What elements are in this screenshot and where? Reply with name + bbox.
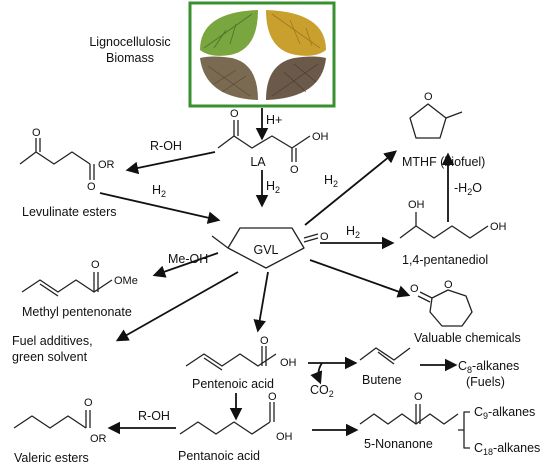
svg-text:O: O [320,231,329,243]
molecule-pentenoic-acid: O OH [185,335,297,371]
molecule-methyl-pentenonate: O OMe [21,259,138,297]
arrow-gvl-to-pentenoic [253,271,269,333]
label-c9-alkanes: C9-alkanes [474,405,535,421]
molecule-levulinic-acid: O O OH [217,108,329,176]
label-la: LA [250,155,266,169]
reagent-h2-gvl-mthf: H2 [324,173,338,189]
label-valuable-chemicals: Valuable chemicals [414,331,521,345]
arrow-co2-release [310,362,323,385]
svg-text:O: O [410,283,419,295]
arrow-gvl-to-valuable [309,259,411,298]
label-nonanone: 5-Nonanone [364,437,433,451]
molecule-pentanoic-acid: O OH [179,391,293,443]
svg-text:OR: OR [98,159,115,171]
svg-text:OH: OH [490,221,507,233]
bracket-c9-c18 [458,411,470,449]
svg-text:OH: OH [408,199,425,211]
reagent-alcohol-1: R-OH [150,139,182,153]
reagent-alcohol-2: R-OH [138,409,170,423]
molecule-butene [359,347,411,365]
reagent-h2-gvl-diol: H2 [346,224,360,240]
reagent-methanol: Me-OH [168,252,208,266]
reagent-dehydration: -H2O [454,181,482,197]
svg-text:O: O [290,164,299,176]
label-c8-alkanes: C8-alkanes [458,359,519,375]
molecule-levulinate-esters: O O OR [19,127,115,193]
arrow-esters-to-gvl [99,192,221,224]
molecule-nonanone: O [359,391,459,425]
label-fuel-additives-1: Fuel additives, [12,334,93,348]
label-fuels: (Fuels) [466,375,505,389]
leaf-wood [200,56,258,100]
molecule-gvl: O [211,227,329,269]
svg-text:OH: OH [312,131,329,143]
svg-text:O: O [84,397,93,409]
biomass-label-line2: Biomass [106,51,154,65]
svg-text:O: O [91,259,100,271]
svg-text:OH: OH [280,357,297,369]
svg-text:O: O [260,335,269,347]
svg-text:OR: OR [90,433,107,445]
arrow-gvl-to-fuel-additives [115,271,239,342]
biomass-label-line1: Lignocellulosic [89,35,170,49]
arrow-la-to-esters [125,151,216,175]
leaf-yellow [266,10,326,56]
label-pentenoic-acid: Pentenoic acid [192,377,274,391]
label-pentanoic-acid: Pentanoic acid [178,449,260,463]
label-mthf: MTHF (biofuel) [402,155,485,169]
label-levulinate-esters: Levulinate esters [22,205,117,219]
leaf-brown [266,56,326,100]
svg-text:O: O [87,181,96,193]
label-c18-alkanes: C18-alkanes [474,441,540,457]
reagent-h2-la-gvl: H2 [266,179,280,195]
svg-text:O: O [414,391,423,403]
reaction-arrows [99,108,470,449]
svg-text:OMe: OMe [114,275,138,287]
label-methyl-pentenonate: Methyl pentenonate [22,305,132,319]
svg-text:O: O [32,127,41,139]
svg-text:O: O [230,108,239,120]
label-pentanediol: 1,4-pentanediol [402,253,488,267]
biomass-image [188,1,336,108]
label-fuel-additives-2: green solvent [12,350,88,364]
label-gvl: GVL [253,243,278,257]
reagent-acid: H+ [266,113,282,127]
arrow-gvl-to-mthf [304,150,397,226]
leaf-green [200,10,258,56]
svg-text:O: O [424,91,433,103]
svg-text:O: O [268,391,277,403]
arrow-gvl-to-methylpentenonate [152,252,219,278]
svg-text:OH: OH [276,431,293,443]
label-valeric-esters: Valeric esters [14,451,89,465]
label-butene: Butene [362,373,402,387]
molecule-valeric-esters: O OR [13,397,107,445]
molecule-mthf: O [409,91,463,139]
molecule-pentanediol: OH OH [399,199,507,239]
svg-text:O: O [444,279,453,291]
reagent-h2-esters-gvl: H2 [152,183,166,199]
molecule-caprolactone: O O [410,279,473,327]
reagent-co2: CO2 [310,383,334,399]
